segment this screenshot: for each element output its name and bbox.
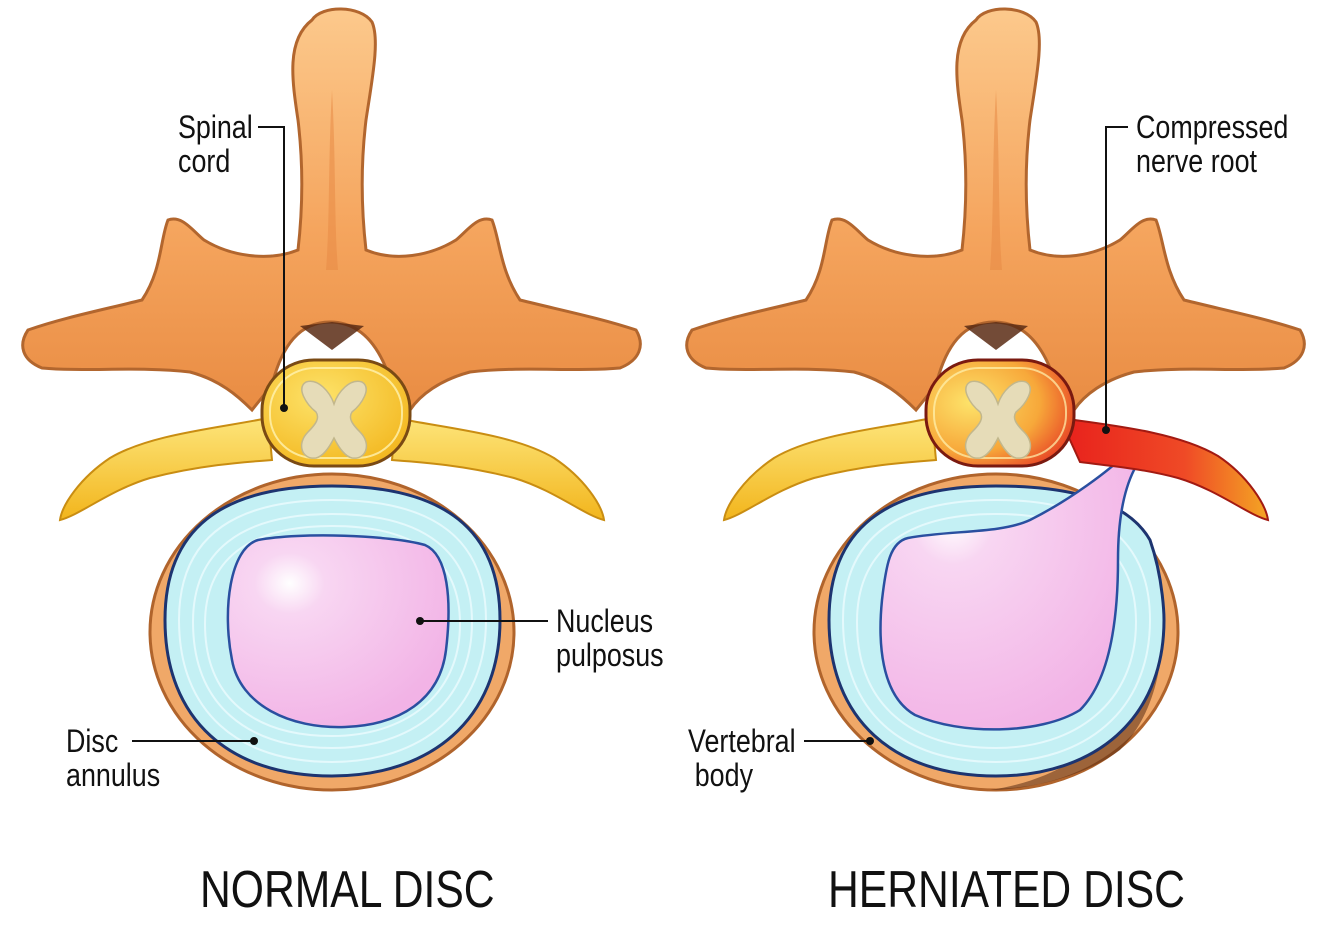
- dot-nerve-root: [1102, 426, 1110, 434]
- dot-spinal-cord: [280, 404, 288, 412]
- label-annulus-line2: annulus: [66, 758, 160, 792]
- label-nucleus-pulposus: Nucleus pulposus: [556, 604, 664, 672]
- label-nerve-root-line2: nerve root: [1136, 144, 1288, 178]
- dot-annulus: [250, 737, 258, 745]
- dot-vertebral-body: [866, 737, 874, 745]
- label-vertebral-body-line2: body: [688, 758, 796, 792]
- canal-shadow-2: [964, 322, 1028, 350]
- nucleus-pulposus-shape: [228, 535, 449, 727]
- label-nucleus-line1: Nucleus: [556, 604, 664, 638]
- label-nucleus-line2: pulposus: [556, 638, 664, 672]
- label-spinal-cord-line1: Spinal: [178, 110, 253, 144]
- caption-herniated-disc: HERNIATED DISC: [828, 862, 1185, 918]
- label-vertebral-body: Vertebral body: [688, 724, 796, 792]
- normal-disc-illustration: [23, 9, 641, 790]
- label-spinal-cord: Spinal cord: [178, 110, 253, 178]
- caption-normal-disc: NORMAL DISC: [200, 862, 495, 918]
- canal-shadow: [300, 322, 364, 350]
- label-compressed-nerve-root: Compressed nerve root: [1136, 110, 1288, 178]
- label-nerve-root-line1: Compressed: [1136, 110, 1288, 144]
- label-disc-annulus: Disc annulus: [66, 724, 160, 792]
- label-annulus-line1: Disc: [66, 724, 160, 758]
- dot-nucleus: [416, 617, 424, 625]
- label-vertebral-body-line1: Vertebral: [688, 724, 796, 758]
- label-spinal-cord-line2: cord: [178, 144, 253, 178]
